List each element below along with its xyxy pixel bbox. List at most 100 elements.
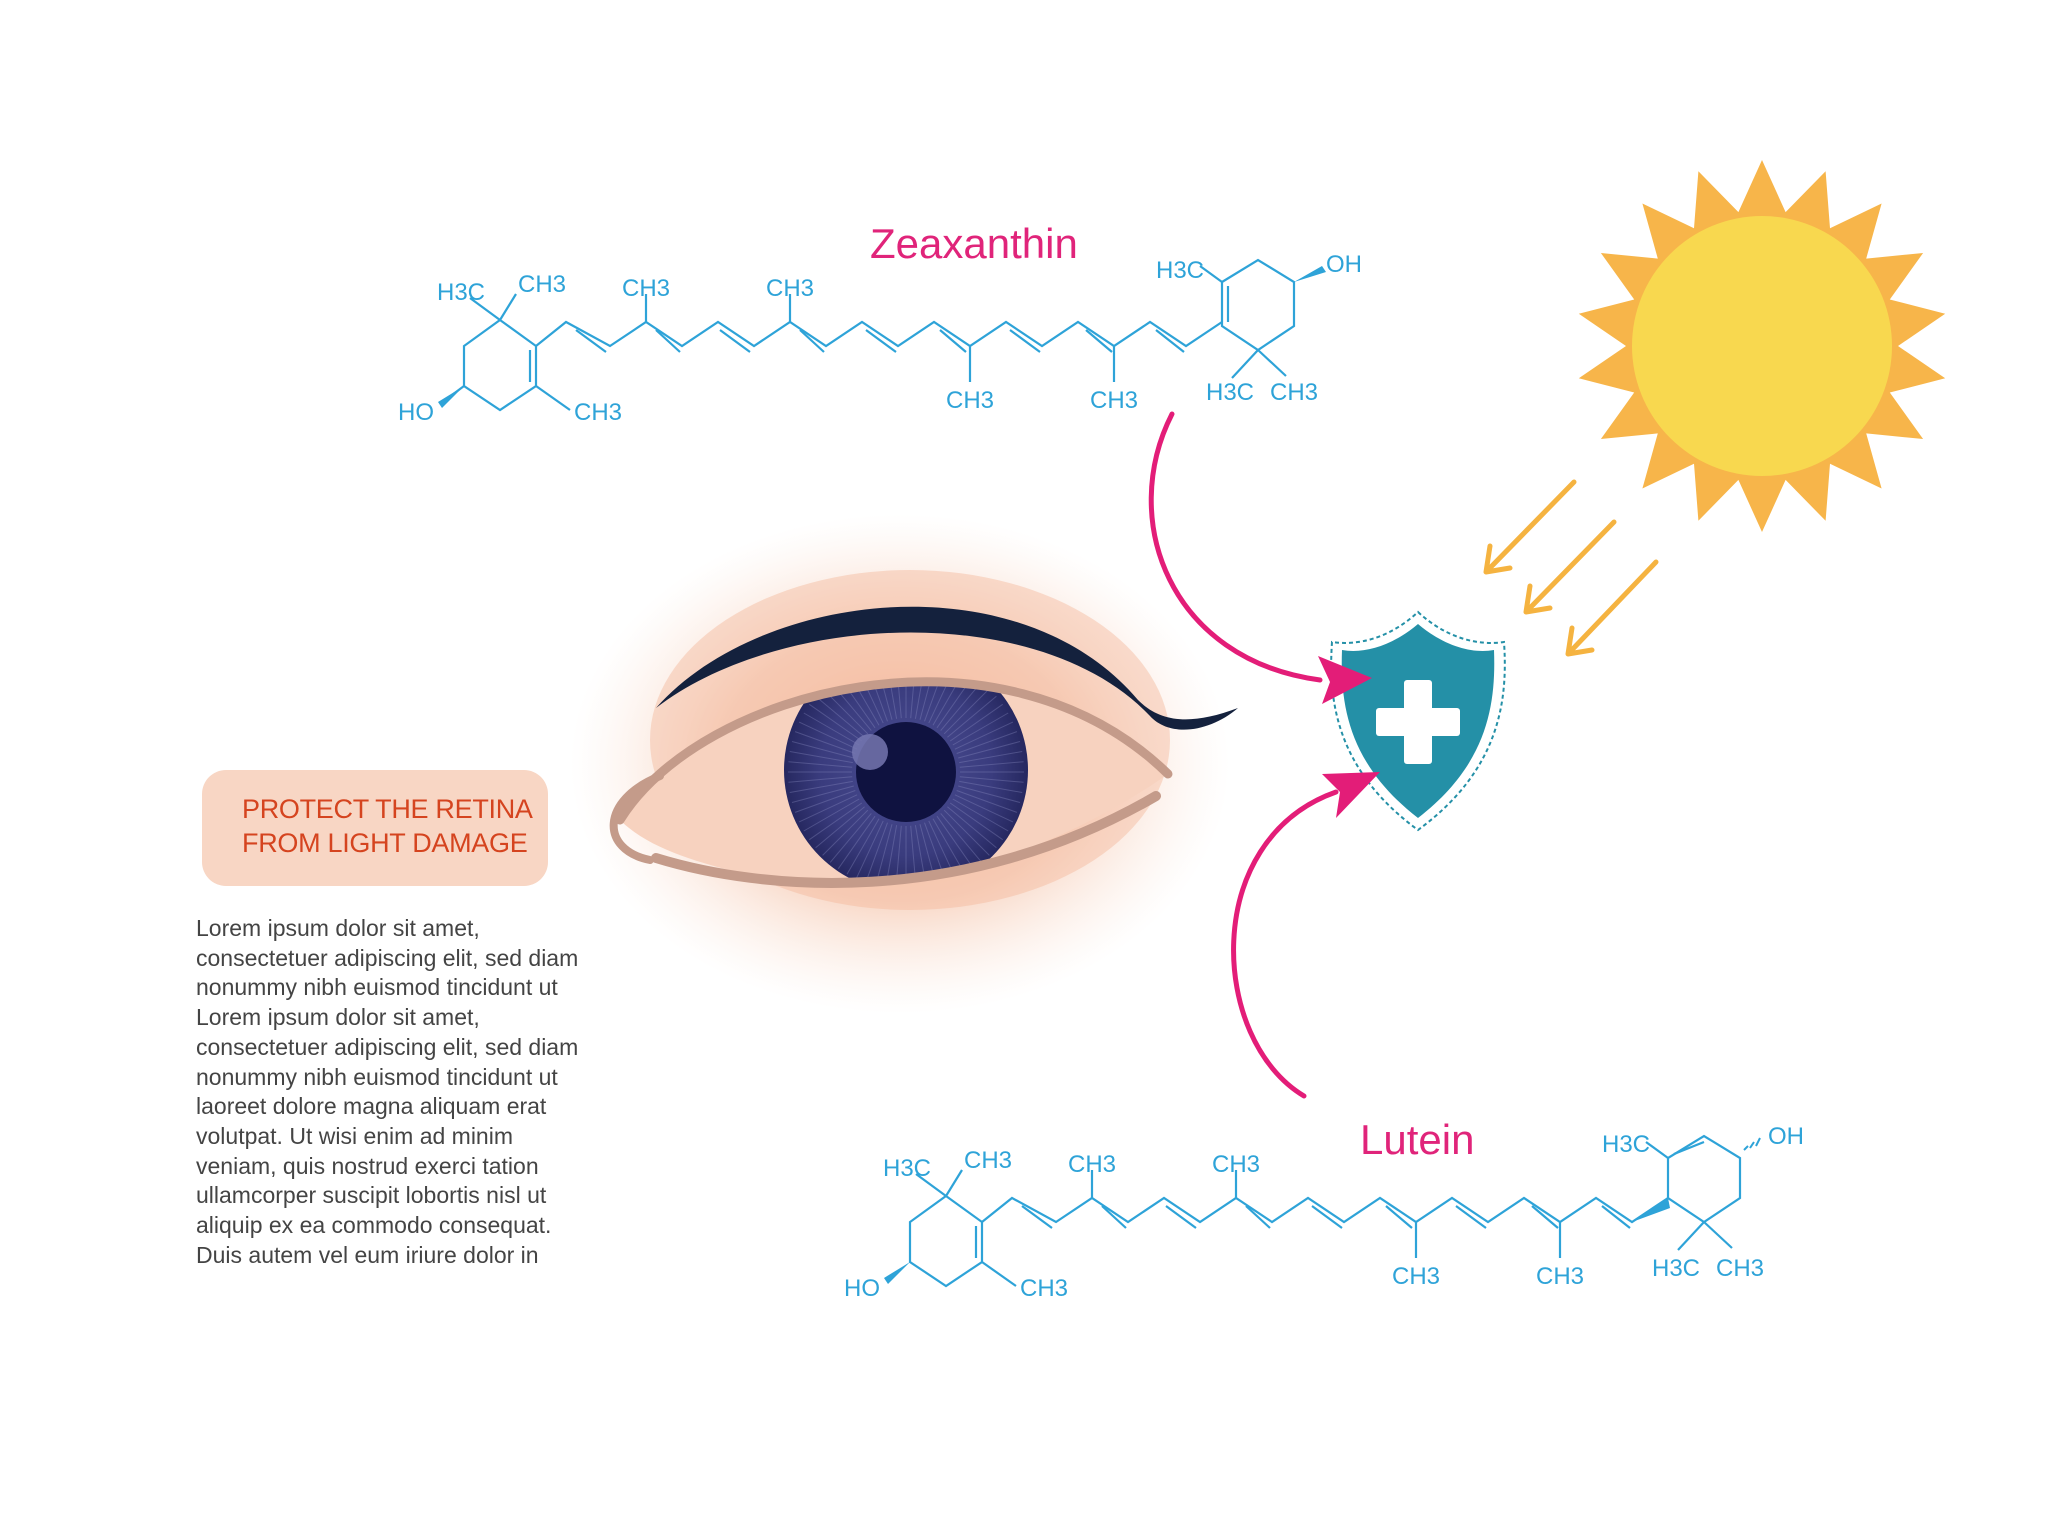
iris-fiber [809,802,863,841]
iris-fiber [947,806,997,849]
lutein-ch3-up-1: CH3 [1068,1151,1116,1178]
zeaxanthin-ch3-up-2: CH3 [766,275,814,302]
light-rays [1483,479,1659,657]
iris-fiber [959,761,1024,768]
iris-fiber [956,790,1018,813]
iris-fiber [952,712,1009,746]
iris-fiber [789,751,853,764]
lutein-ch3-up-2: CH3 [1212,1151,1260,1178]
iris-fiber [949,802,1003,841]
zeaxanthin-h3c-left: H3C [437,279,485,306]
iris-fiber [809,703,863,742]
iris-fiber [952,798,1009,832]
arrow-head-bottom [1322,772,1380,818]
iris-fiber [947,695,997,738]
zeaxanthin-ch3-right-bottom: CH3 [1270,379,1318,406]
zeaxanthin-chain [535,320,1223,348]
body-line: nonummy nibh euismod tincidunt ut [196,1063,558,1090]
retina-protection-badge: PROTECT THE RETINA FROM LIGHT DAMAGE [202,770,548,886]
body-line: nonummy nibh euismod tincidunt ut [196,974,558,1001]
iris-fiber [837,815,876,869]
lutein-ch3-down-1: CH3 [1392,1263,1440,1290]
iris-fiber [940,813,983,863]
lutein-h3c-left: H3C [883,1155,931,1182]
body-line: Lorem ipsum dolor sit amet, [196,915,480,941]
badge-line-1: PROTECT THE RETINA [242,794,533,824]
inner-corner [609,772,664,864]
lutein-ch3-ring-left: CH3 [1020,1275,1068,1302]
zeaxanthin-ch3-top-left: CH3 [518,271,566,298]
iris-fiber [791,741,854,759]
iris-fiber [919,679,937,720]
iris-fiber [855,820,884,880]
iris-fiber [798,794,858,823]
lutein-ch3-right-bottom: CH3 [1716,1255,1764,1282]
lutein-structure: H3C CH3 HO CH3 CH3 CH3 CH3 CH3 H3C OH H3… [844,1123,1804,1302]
iris-fiber [865,679,888,722]
lower-eyelid [651,791,1161,888]
iris-fiber [949,703,1003,742]
lutein-right-ring [1666,1134,1742,1224]
iris-fiber [815,695,865,738]
badge-line-2: FROM LIGHT DAMAGE [242,828,528,858]
zeaxanthin-left-ring [462,318,538,412]
iris-fiber [789,780,853,793]
iris-fiber [932,679,966,726]
iris-fiber [954,721,1014,750]
zeaxanthin-right-ring [1220,258,1296,352]
iris-fiber [928,679,957,724]
zeaxanthin-structure: H3C CH3 HO CH3 CH3 CH3 CH3 CH3 H3C OH H3… [398,251,1362,426]
iris-fiber [791,785,854,803]
eye-illustration [570,514,1238,1014]
shield-plus-icon [1330,610,1506,832]
lutein-title: Lutein [1360,1116,1474,1163]
iris-fiber [959,776,1024,783]
iris-fiber [924,679,947,722]
light-ray-arrow [1523,519,1617,615]
upper-eyelid-line [656,606,1238,730]
iris-fiber [956,731,1018,754]
zeaxanthin-ch3-down-1: CH3 [946,387,994,414]
iris-fiber [875,679,893,720]
lutein-ch3-top-left: CH3 [964,1147,1012,1174]
eye-highlight [852,734,888,770]
iris-fiber [794,790,856,813]
iris-fiber [788,776,853,783]
body-line: veniam, quis nostrud exerci tation [196,1152,539,1179]
iris-fiber [959,751,1023,764]
iris-fiber [959,780,1023,793]
iris-fiber [829,813,872,863]
body-line: consectetuer adipiscing elit, sed diam [196,944,579,971]
iris-fiber [932,818,966,875]
zeaxanthin-ch3-down-2: CH3 [1090,387,1138,414]
iris-fiber [943,688,990,735]
iris-fiber [794,731,856,754]
lutein-h3c-right-top: H3C [1602,1131,1650,1158]
lutein-chain [981,1196,1669,1224]
iris-fiber [803,798,860,832]
body-line: Lorem ipsum dolor sit amet, [196,1004,480,1031]
lutein-oh-right: OH [1768,1123,1804,1150]
iris-fiber [940,681,983,731]
iris-fiber [865,822,888,884]
iris-fiber [846,818,880,875]
iris-fiber [846,679,880,726]
zeaxanthin-h3c-right-bottom: H3C [1206,379,1254,406]
lutein-ch3-down-2: CH3 [1536,1263,1584,1290]
iris-fiber [788,761,853,768]
iris-fiber [943,809,990,856]
zeaxanthin-ho-left: HO [398,399,434,426]
arrow-head-top [1318,656,1372,704]
zeaxanthin-title: Zeaxanthin [870,220,1078,267]
iris-fiber [958,785,1021,803]
lutein-left-ring [908,1194,984,1288]
arrow-lutein-to-shield [1231,789,1339,1099]
body-line: volutpat. Ut wisi enim ad minim [196,1122,513,1149]
lutein-h3c-right-bottom: H3C [1652,1255,1700,1282]
arrow-zeaxanthin-to-shield [1148,411,1323,683]
iris-fiber [815,806,865,849]
iris-fiber [803,712,860,746]
iris-fiber [855,679,884,724]
body-line: Duis autem vel eum iriure dolor in [196,1241,539,1268]
